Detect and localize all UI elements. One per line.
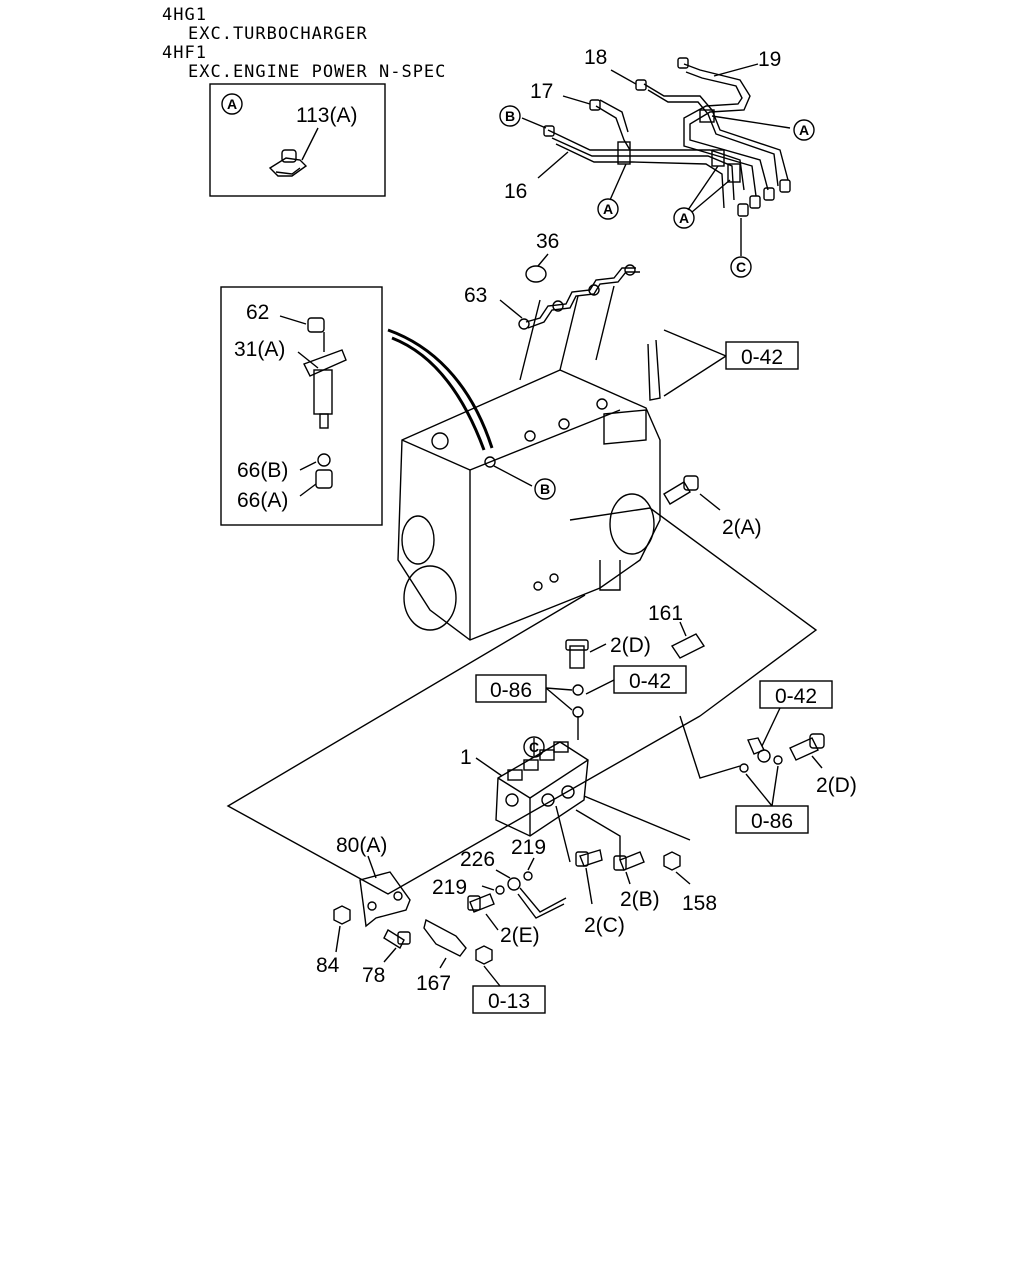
nut-0-13 (475, 945, 493, 965)
label-31a: 31(A) (234, 338, 285, 361)
marker-b-engine: B (540, 481, 550, 497)
ref-0-42-engine: 0-42 (741, 346, 783, 369)
ref-0-42-mid: 0-42 (629, 670, 671, 693)
label-113a: 113(A) (296, 104, 357, 127)
header-note-turbo: EXC.TURBOCHARGER (188, 24, 368, 44)
inset-nozzle-box: 62 31(A) 66(B) 66(A) (220, 286, 383, 526)
marker-a-bottom: A (603, 201, 613, 217)
inset-clip-box: A 113(A) (209, 83, 386, 197)
bolt-78 (383, 928, 411, 950)
label-2b: 2(B) (620, 888, 660, 911)
pipe-226 (507, 877, 567, 919)
marker-a-right: A (799, 122, 809, 138)
bolt-2e (467, 893, 495, 913)
inset-a-marker: A (227, 96, 237, 112)
nozzle-drawing (303, 317, 347, 489)
ref-0-86-left: 0-86 (490, 679, 532, 702)
label-219-top: 219 (511, 836, 546, 859)
label-19: 19 (758, 48, 781, 71)
label-63: 63 (464, 284, 487, 307)
marker-c-top: C (736, 259, 746, 275)
label-62: 62 (246, 301, 269, 324)
label-66b: 66(B) (237, 459, 288, 482)
bolt-2b (613, 851, 645, 871)
label-66a: 66(A) (237, 489, 288, 512)
header-model-4hf1: 4HF1 (162, 43, 207, 63)
rod-167 (423, 918, 467, 957)
label-158: 158 (682, 892, 717, 915)
stud-161 (670, 633, 706, 659)
label-2c: 2(C) (584, 914, 625, 937)
label-2a: 2(A) (722, 516, 762, 539)
header-note-power: EXC.ENGINE POWER N-SPEC (188, 62, 447, 82)
bolt-2c (575, 849, 603, 867)
nut-158 (663, 851, 681, 871)
label-161: 161 (648, 602, 683, 625)
diagram-header: 4HG1 EXC.TURBOCHARGER 4HF1 EXC.ENGINE PO… (162, 6, 446, 82)
marker-a-mid: A (679, 210, 689, 226)
injection-pump (495, 741, 589, 837)
leak-off-pipe (518, 264, 640, 330)
ref-0-42-right: 0-42 (775, 685, 817, 708)
label-80a: 80(A) (336, 834, 387, 857)
marker-c-pump: C (529, 739, 539, 755)
nut-84 (333, 905, 351, 925)
label-18: 18 (584, 46, 607, 69)
label-219-left: 219 (432, 876, 467, 899)
engine-block (397, 285, 661, 641)
bolt-2d-top (565, 639, 589, 669)
ref-0-13: 0-13 (488, 990, 530, 1013)
label-84: 84 (316, 954, 340, 977)
ref-0-86-right: 0-86 (751, 810, 793, 833)
label-16: 16 (504, 180, 527, 203)
label-2d-top: 2(D) (610, 634, 651, 657)
injection-pipes (543, 57, 791, 217)
marker-b-top: B (505, 108, 515, 124)
label-226: 226 (460, 848, 495, 871)
bracket-right (747, 737, 771, 763)
label-2d-right: 2(D) (816, 774, 857, 797)
label-78: 78 (362, 964, 385, 987)
label-1: 1 (460, 746, 472, 769)
bracket-80a (359, 871, 411, 928)
label-36: 36 (536, 230, 559, 253)
label-167: 167 (416, 972, 451, 995)
label-17: 17 (530, 80, 553, 103)
bolt-2d-right (789, 733, 825, 761)
clip-113a-drawing (268, 149, 308, 177)
header-model-4hg1: 4HG1 (162, 5, 207, 25)
bolt-2a (663, 475, 699, 505)
pipe-nuts (543, 57, 791, 217)
label-2e: 2(E) (500, 924, 540, 947)
